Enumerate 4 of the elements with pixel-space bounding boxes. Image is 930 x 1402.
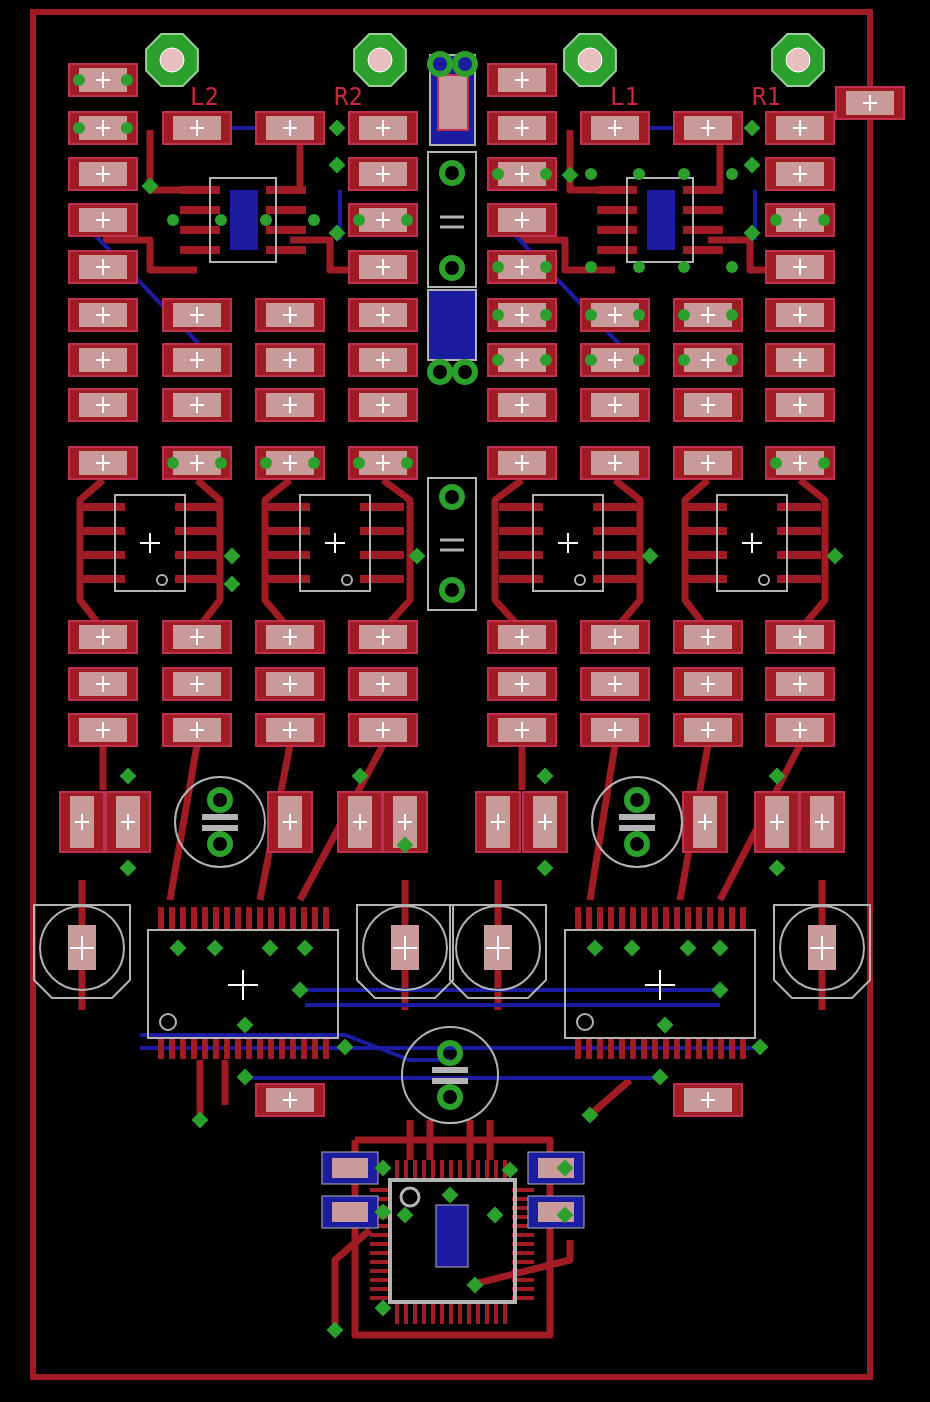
component-label: L2 (190, 84, 219, 110)
component-label: L1 (610, 84, 639, 110)
component-label: R1 (752, 84, 781, 110)
component-label: R2 (334, 84, 363, 110)
